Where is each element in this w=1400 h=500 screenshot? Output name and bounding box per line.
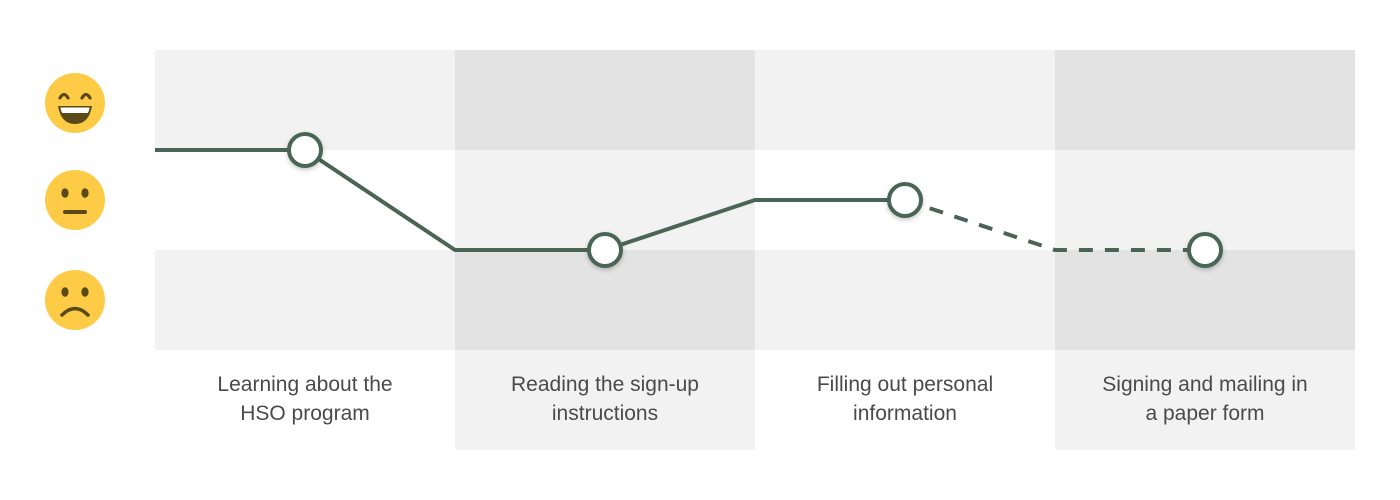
label-cell (1055, 350, 1355, 450)
grid-cell (755, 50, 1055, 150)
stage-3-label-line2: information (853, 402, 957, 425)
stage-1-label-line2: HSO program (240, 402, 370, 425)
stage-labels: Learning about the HSO program Reading t… (217, 373, 1307, 425)
journey-line-dashed (904, 198, 1205, 252)
grid-cell (1055, 50, 1355, 150)
label-cell (755, 350, 1055, 450)
stage-1-label-line1: Learning about the (217, 373, 392, 396)
stage-3-label-line1: Filling out personal (817, 373, 993, 396)
stage-4-node (1187, 232, 1223, 268)
label-cell (155, 350, 455, 450)
grid-cell (755, 250, 1055, 350)
stage-4-label-line1: Signing and mailing in (1102, 373, 1307, 396)
stage-1-node (287, 132, 323, 168)
journey-line-solid (155, 148, 905, 252)
stage-2-label-line1: Reading the sign-up (511, 373, 699, 396)
stage-3-node (887, 182, 923, 218)
journey-nodes (287, 132, 1223, 268)
grid-cell (455, 50, 755, 150)
label-cell (455, 350, 755, 450)
stage-4-label-line2: a paper form (1145, 402, 1264, 425)
stage-2-label-line2: instructions (552, 402, 658, 425)
frowning-face-icon (45, 270, 105, 330)
grid-cell (155, 250, 455, 350)
stage-2-node (587, 232, 623, 268)
grinning-face-icon (45, 73, 105, 133)
mood-grid (155, 50, 1355, 450)
neutral-face-icon (45, 170, 105, 230)
